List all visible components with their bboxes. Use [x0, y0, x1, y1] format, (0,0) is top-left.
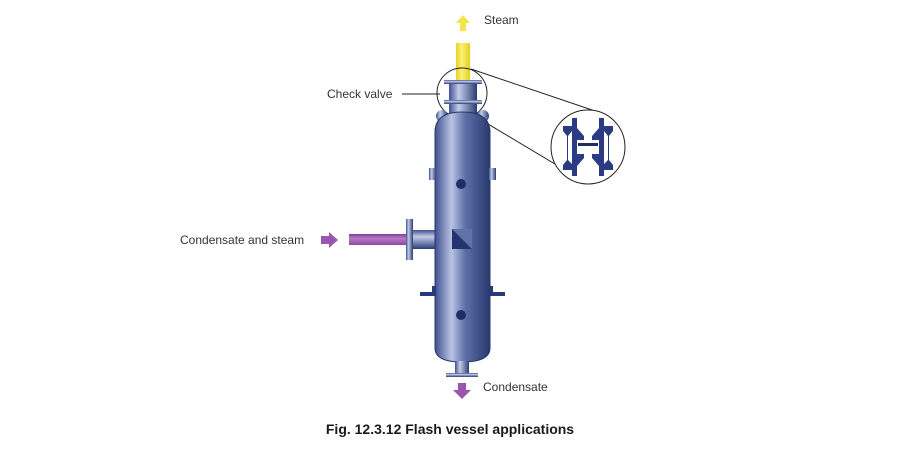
figure-caption: Fig. 12.3.12 Flash vessel applications: [325, 421, 575, 437]
inlet-pipe-purple: [349, 234, 407, 245]
condensate-arrow: [453, 383, 471, 399]
callout-leader-top: [470, 68, 599, 113]
upper-fitting: [456, 179, 466, 189]
check-valve: [444, 80, 482, 114]
inlet-arrow: [321, 232, 338, 248]
body-stud-right: [489, 168, 496, 180]
condensate-label: Condensate: [483, 380, 548, 394]
support-bracket-right: [489, 286, 505, 296]
inlet-pipe-assembly: [349, 219, 439, 260]
condensate-and-steam-label: Condensate and steam: [180, 233, 305, 247]
check-valve-label: Check valve: [327, 87, 393, 101]
valve-detail: [550, 109, 626, 185]
support-bracket-left: [420, 286, 436, 296]
inlet-flange: [406, 219, 413, 260]
valve-detail-circle: [550, 109, 626, 185]
steam-arrow: [456, 15, 470, 31]
lower-fitting: [456, 310, 466, 320]
steam-pipe: [456, 43, 470, 81]
inlet-nozzle: [413, 230, 439, 249]
bottom-flange: [446, 373, 478, 377]
body-stud-left: [429, 168, 436, 180]
bottom-nozzle: [455, 361, 469, 373]
steam-label: Steam: [484, 13, 519, 27]
